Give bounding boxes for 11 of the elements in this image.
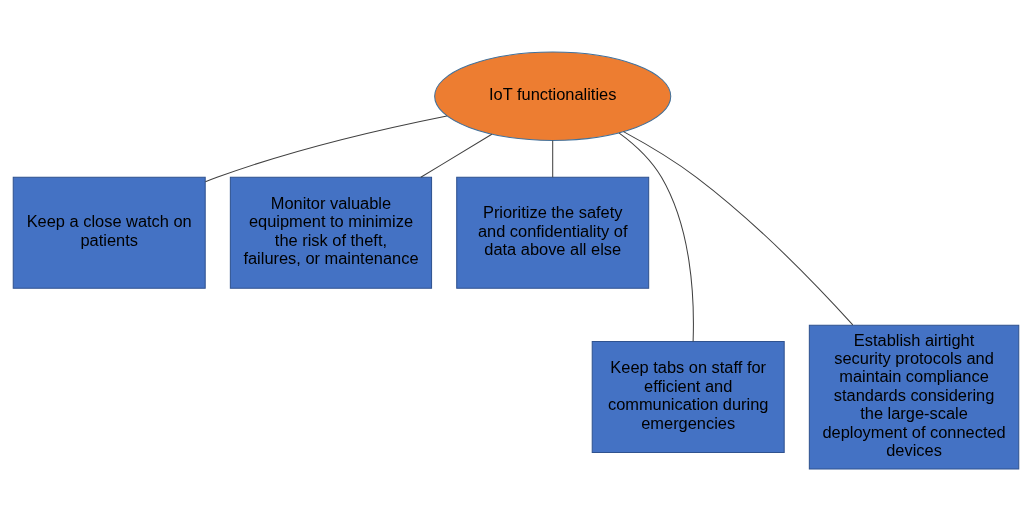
- node-box: Keep a close watch on patients: [12, 176, 206, 289]
- connector: [420, 133, 493, 178]
- node-box: Establish airtight security protocols and maintain compliance standards considering the large-scale deployment of connected devices: [808, 324, 1020, 469]
- connector: [622, 130, 854, 325]
- connector: [618, 131, 694, 342]
- node-box: Monitor valuable equipment to minimize the risk of theft, failures, or maintenance: [229, 176, 433, 289]
- node-box: Prioritize the safety and confidentiality of data above all else: [456, 176, 650, 289]
- node-ellipse: IoT functionalities: [434, 51, 672, 141]
- connector: [204, 114, 448, 182]
- connector: [552, 139, 554, 178]
- node-box: Keep tabs on staff for efficient and communication during emergencies: [591, 340, 785, 453]
